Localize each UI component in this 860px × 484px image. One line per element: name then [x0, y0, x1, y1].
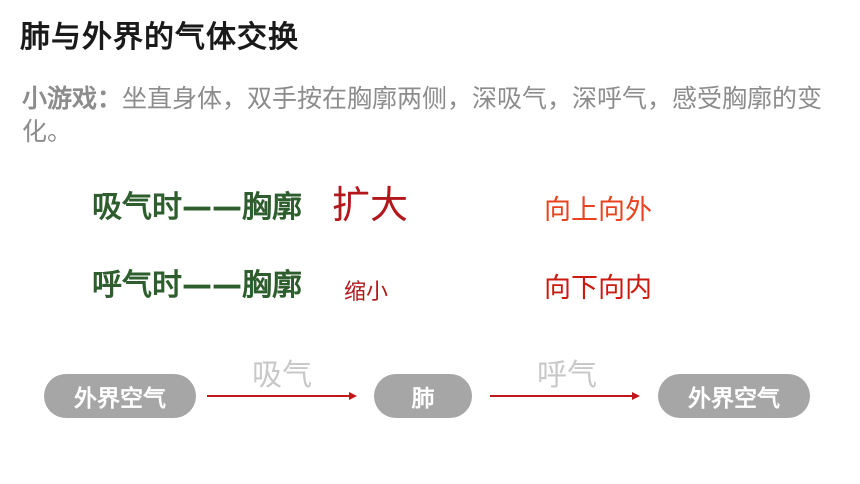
inhale-arrow-icon	[207, 392, 357, 400]
exhale-arrow-icon	[490, 392, 640, 400]
exhale-change: 缩小	[344, 280, 389, 305]
lung-node: 肺	[374, 374, 472, 418]
exhale-step-label: 呼气	[537, 358, 597, 393]
intro-paragraph: 小游戏：坐直身体，双手按在胸廓两侧，深吸气，深呼气，感受胸廓的变化。	[22, 82, 837, 148]
exhale-phrase: 呼气时——胸廓	[92, 268, 302, 303]
inhale-step-label: 吸气	[252, 358, 312, 393]
inhale-phrase: 吸气时——胸廓	[92, 190, 302, 225]
exhale-direction: 向下向内	[544, 273, 652, 304]
outside-air-node-left: 外界空气	[44, 374, 196, 418]
inhale-direction: 向上向外	[544, 195, 652, 226]
intro-text: 坐直身体，双手按在胸廓两侧，深吸气，深呼气，感受胸廓的变化。	[22, 84, 823, 146]
outside-air-node-right: 外界空气	[658, 374, 810, 418]
intro-lead: 小游戏：	[22, 84, 123, 113]
inhale-change: 扩大	[332, 183, 409, 227]
slide-title: 肺与外界的气体交换	[20, 20, 299, 55]
